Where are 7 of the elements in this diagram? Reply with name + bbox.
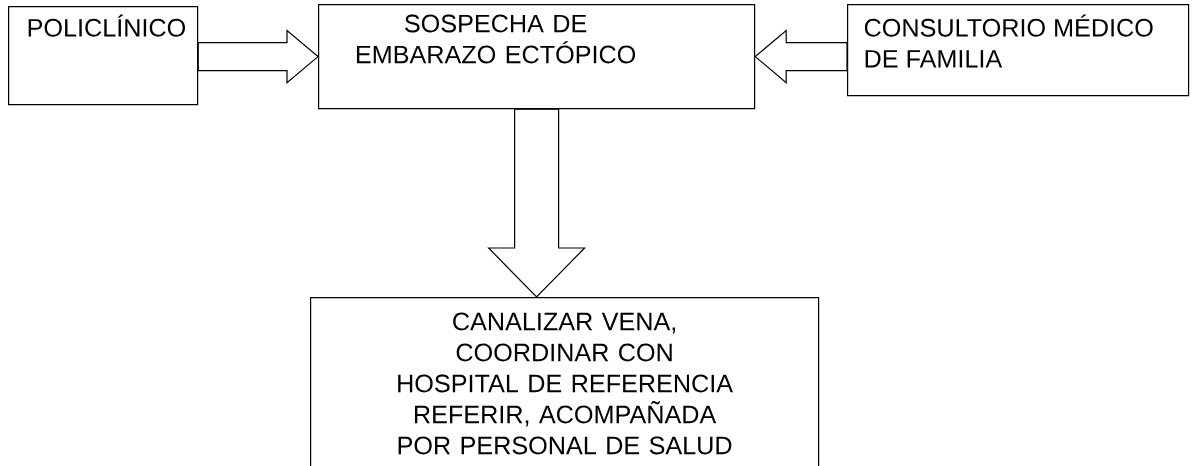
process-box: SOSPECHA DE EMBARAZO ECTÓPICO	[318, 4, 756, 110]
block-arrow	[487, 108, 587, 298]
process-box: CONSULTORIO MÉDICO DE FAMILIA	[847, 4, 1190, 97]
process-box: CANALIZAR VENA, COORDINAR CON HOSPITAL DE REFERENCIA REFERIR, ACOMPAÑADA POR PERSONAL DE SALUD	[310, 297, 820, 466]
block-arrow	[197, 29, 319, 84]
block-arrow	[754, 29, 848, 84]
process-box: POLICLÍNICO	[8, 6, 199, 106]
